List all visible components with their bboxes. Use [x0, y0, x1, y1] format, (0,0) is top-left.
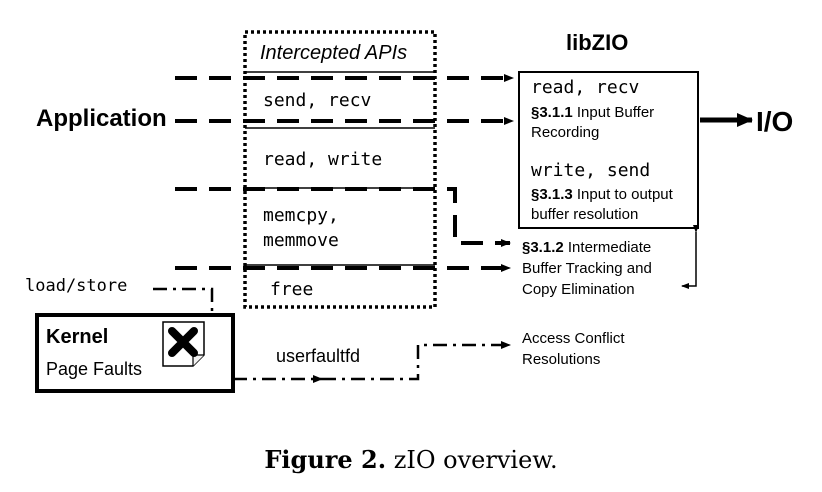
output-resolution-line1: Input to output [576, 186, 673, 203]
api-read-write: read, write [263, 149, 383, 170]
input-recording-line1: Input Buffer [576, 104, 655, 121]
conflict-line2: Resolutions [522, 351, 601, 368]
libzio-box [518, 71, 699, 229]
tracking-link-arrow [681, 225, 699, 289]
figure-caption: Figure 2. zIO overview. [0, 446, 822, 475]
io-label: I/O [756, 106, 794, 137]
kernel-subtitle: Page Faults [46, 359, 143, 379]
libzio-read-recv: read, recv [531, 77, 640, 98]
libzio-input-recording: §3.1.1 Input Buffer [531, 104, 654, 121]
dashed-arrow-memcpy [175, 187, 511, 247]
conflict-line1: Access Conflict [522, 330, 625, 347]
api-memmove: memmove [263, 230, 339, 251]
section-3-1-1: §3.1.1 [531, 104, 573, 121]
intercepted-apis-title: Intercepted APIs [260, 42, 408, 64]
conflict-path [322, 341, 511, 381]
tracking-title: §3.1.2 Intermediate [522, 239, 651, 256]
kernel-title: Kernel [46, 326, 109, 348]
application-label: Application [36, 105, 167, 132]
intercepted-apis-box [243, 30, 437, 309]
userfaultfd-label: userfaultfd [276, 346, 361, 366]
output-resolution-line2: buffer resolution [531, 206, 639, 223]
caption-label: Figure 2. [264, 445, 387, 474]
api-free: free [270, 279, 314, 300]
api-memcpy: memcpy, [263, 205, 339, 226]
caption-text: zIO overview. [393, 446, 558, 474]
page-fault-x-icon [162, 321, 205, 367]
libzio-output-resolution: §3.1.3 Input to output [531, 186, 673, 203]
tracking-line2: Buffer Tracking and [522, 260, 652, 277]
section-3-1-2: §3.1.2 [522, 239, 564, 256]
tracking-line1: Intermediate [567, 239, 652, 256]
libzio-write-send: write, send [531, 160, 651, 181]
load-store-label: load/store [25, 276, 128, 296]
tracking-line3: Copy Elimination [522, 281, 635, 298]
api-send-recv: send, recv [263, 90, 372, 111]
libzio-title: libZIO [566, 30, 629, 55]
input-recording-line2: Recording [531, 124, 600, 141]
section-3-1-3: §3.1.3 [531, 186, 573, 203]
